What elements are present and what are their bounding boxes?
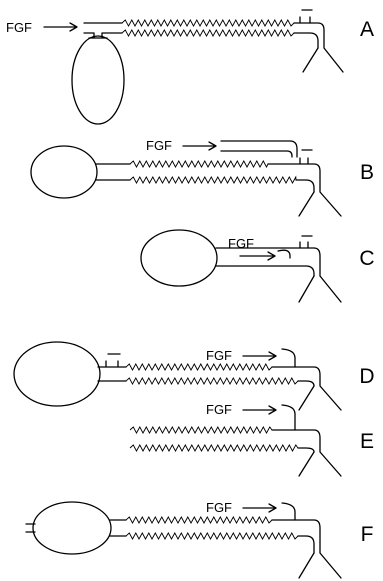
panel-a-fgf-arrow: [43, 22, 78, 32]
panel-d: FGF D: [13, 341, 375, 411]
panel-a-fgf-label: FGF: [6, 20, 32, 35]
corrugated-tube: [129, 175, 297, 184]
panel-b-fgf-arrow: [182, 141, 217, 151]
panel-e-fgf-arrow: [242, 405, 277, 415]
panel-e: FGF E: [129, 402, 374, 477]
panel-a: FGF A: [6, 9, 374, 125]
panel-f-fgf-arrow: [242, 503, 277, 513]
panel-f-bag-tail: [25, 523, 36, 533]
panel-d-reservoir-bag: [13, 341, 101, 407]
corrugated-tube: [121, 19, 295, 27]
corrugated-tube: [129, 160, 269, 168]
panel-b-reservoir-bag: [30, 145, 98, 199]
panel-a-reservoir-bag: [71, 35, 125, 125]
corrugated-tube: [129, 426, 273, 434]
corrugated-tube: [129, 444, 299, 452]
panel-f-circuit: [109, 502, 342, 579]
panel-f: FGF F: [25, 500, 374, 579]
corrugated-tube: [121, 29, 295, 37]
panel-d-fgf-label: FGF: [206, 348, 232, 363]
panel-f-fgf-tube: [281, 502, 296, 521]
panel-e-letter: E: [360, 430, 374, 453]
panel-f-letter: F: [361, 523, 374, 546]
panel-a-circuit: [83, 9, 344, 73]
corrugated-tube: [125, 532, 299, 540]
panel-c: FGF C: [140, 229, 375, 303]
corrugated-tube: [125, 516, 273, 524]
panel-f-reservoir-bag: [32, 501, 112, 555]
panel-e-fgf-label: FGF: [206, 402, 232, 417]
panel-b-letter: B: [360, 161, 374, 184]
panel-b-circuit: [95, 140, 342, 217]
panel-c-circuit: [215, 235, 342, 303]
panel-c-fgf-arrow: [239, 251, 276, 261]
panel-e-circuit: [129, 404, 342, 477]
panel-c-fgf-tube: [277, 249, 291, 259]
panel-e-fgf-tube: [281, 404, 296, 431]
corrugated-tube: [125, 363, 273, 371]
panel-d-fgf-arrow: [242, 351, 277, 361]
panel-d-circuit: [97, 348, 342, 411]
panel-c-reservoir-bag: [140, 229, 218, 287]
panel-b-fgf-label: FGF: [146, 138, 172, 153]
corrugated-tube: [125, 377, 299, 385]
panel-d-fgf-tube: [281, 348, 296, 368]
panel-f-fgf-label: FGF: [206, 500, 232, 515]
panel-d-letter: D: [359, 365, 374, 388]
panel-a-letter: A: [360, 18, 374, 41]
panel-b: FGF B: [30, 138, 374, 217]
panel-c-fgf-label: FGF: [228, 236, 254, 251]
panel-c-letter: C: [359, 247, 374, 270]
